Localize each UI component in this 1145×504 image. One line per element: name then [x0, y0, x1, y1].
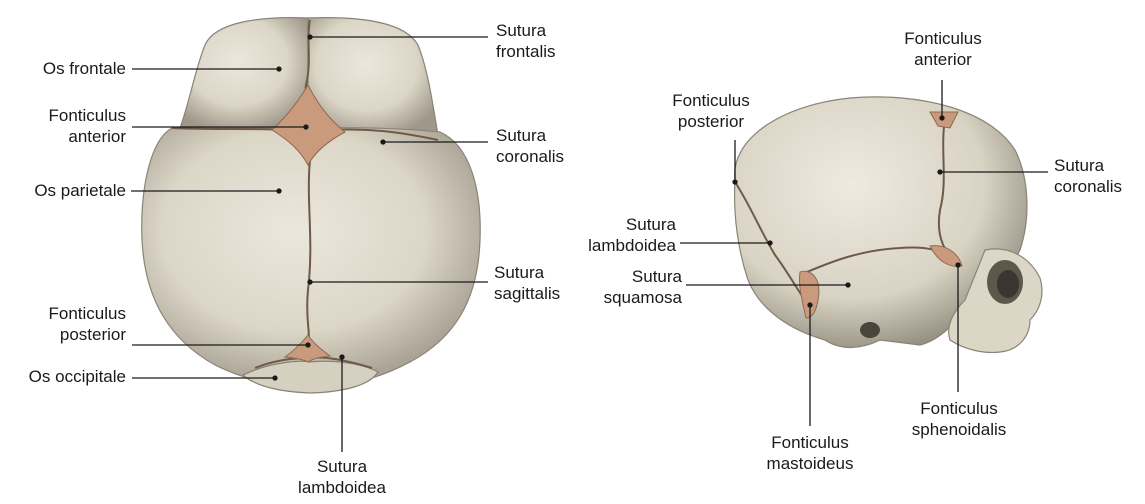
- label-fonticulus-mastoideus: Fonticulus mastoideus: [752, 432, 868, 474]
- label-os-parietale: Os parietale: [6, 180, 126, 201]
- label-sutura-lambdoidea-side: Sutura lambdoidea: [560, 214, 676, 256]
- label-sutura-coronalis-side: Sutura coronalis: [1054, 155, 1144, 197]
- label-sutura-squamosa: Sutura squamosa: [570, 266, 682, 308]
- label-os-occipitale: Os occipitale: [0, 366, 126, 387]
- side-ear-canal: [860, 322, 880, 338]
- label-fonticulus-sphenoidalis: Fonticulus sphenoidalis: [898, 398, 1020, 440]
- top-view-skull: [142, 18, 480, 393]
- label-fonticulus-anterior-top: Fonticulus anterior: [10, 105, 126, 147]
- label-sutura-lambdoidea-top: Sutura lambdoidea: [285, 456, 399, 498]
- label-fonticulus-posterior-side: Fonticulus posterior: [656, 90, 766, 132]
- label-fonticulus-anterior-side: Fonticulus anterior: [888, 28, 998, 70]
- label-os-frontale: Os frontale: [10, 58, 126, 79]
- label-fonticulus-posterior-top: Fonticulus posterior: [10, 303, 126, 345]
- label-sutura-coronalis-top: Sutura coronalis: [496, 125, 606, 167]
- label-sutura-frontalis: Sutura frontalis: [496, 20, 606, 62]
- side-view-skull: [735, 97, 1042, 353]
- os-frontale-left: [180, 18, 308, 128]
